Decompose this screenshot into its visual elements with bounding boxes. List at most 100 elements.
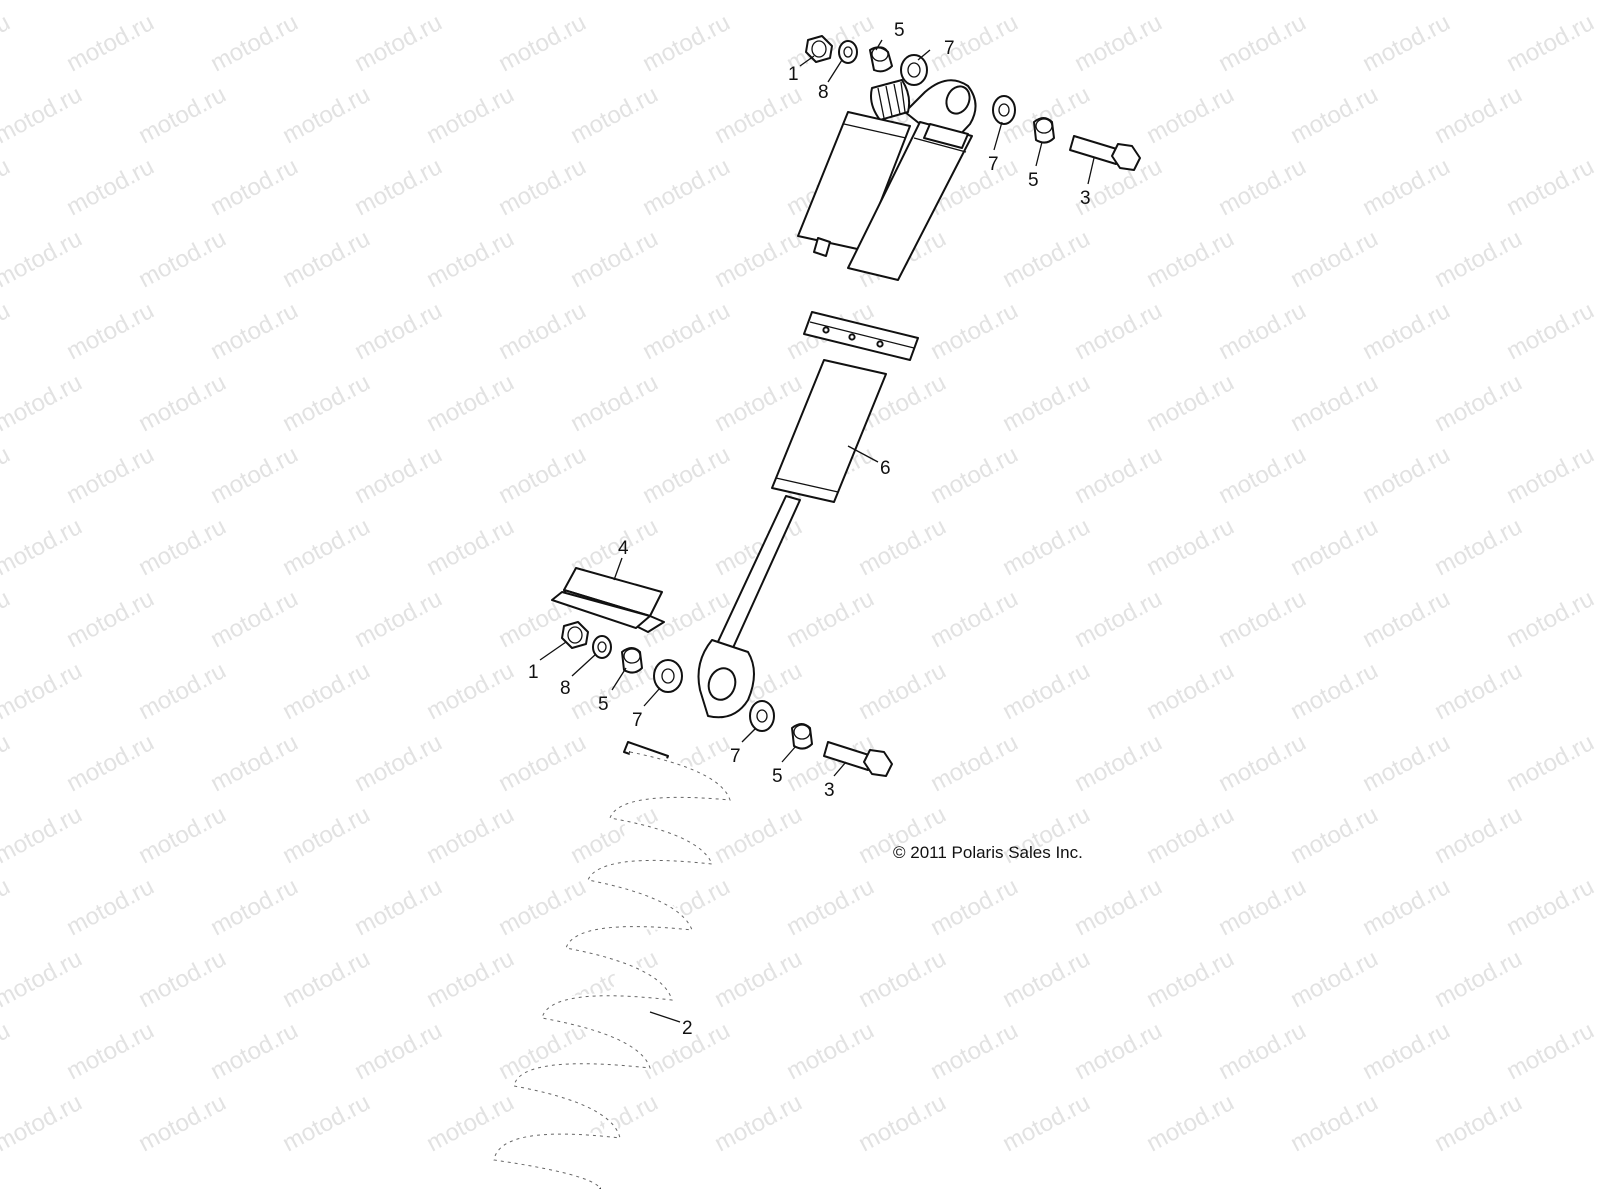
watermark-text: motod.ru	[1502, 585, 1598, 653]
upper-body-band	[913, 137, 967, 153]
watermark-text: motod.ru	[998, 1089, 1094, 1157]
leader-6	[847, 445, 879, 463]
bushing-right	[1033, 117, 1055, 144]
watermark-text: motod.ru	[350, 9, 446, 77]
watermark-text: motod.ru	[0, 657, 86, 725]
watermark-text: motod.ru	[1214, 585, 1310, 653]
watermark-text: motod.ru	[1430, 945, 1526, 1013]
watermark-text: motod.ru	[998, 369, 1094, 437]
bushing-bottom-right	[791, 723, 813, 750]
watermark-text: motod.ru	[62, 297, 158, 365]
watermark-text: motod.ru	[1070, 9, 1166, 77]
washer-large-bottom-left-hole	[661, 668, 675, 684]
watermark-text: motod.ru	[1502, 441, 1598, 509]
watermark-text: motod.ru	[1286, 945, 1382, 1013]
leader-7-bottom-right	[741, 727, 757, 743]
nut-top	[805, 35, 833, 63]
watermark-text: motod.ru	[206, 9, 302, 77]
shock-top-eye-hole	[945, 85, 971, 115]
watermark-text: motod.ru	[1142, 81, 1238, 149]
collar-hole	[822, 326, 830, 334]
shock-lower-body-tube	[771, 359, 887, 503]
watermark-text: motod.ru	[1358, 441, 1454, 509]
watermark-text: motod.ru	[0, 513, 86, 581]
watermark-text: motod.ru	[0, 369, 86, 437]
watermark-text: motod.ru	[1502, 873, 1598, 941]
watermark-text: motod.ru	[1070, 585, 1166, 653]
watermark-text: motod.ru	[350, 873, 446, 941]
watermark-text: motod.ru	[422, 945, 518, 1013]
bolt-bottom-head	[863, 749, 893, 777]
watermark-text: motod.ru	[710, 225, 806, 293]
callout-7-right: 7	[988, 154, 999, 175]
bushing-right-face	[1035, 118, 1053, 134]
watermark-text: motod.ru	[1430, 81, 1526, 149]
washer-small-bottom	[592, 635, 612, 659]
bushing-top-face	[871, 46, 889, 62]
nut-bottom	[561, 621, 589, 649]
watermark-text: motod.ru	[422, 369, 518, 437]
watermark-text: motod.ru	[1286, 81, 1382, 149]
watermark-text: motod.ru	[1286, 513, 1382, 581]
watermark-text: motod.ru	[62, 441, 158, 509]
watermark-text: motod.ru	[1214, 1017, 1310, 1085]
watermark-text: motod.ru	[1214, 441, 1310, 509]
watermark-text: motod.ru	[854, 657, 950, 725]
shock-bottom-eye-hole	[707, 667, 737, 701]
collar-hole	[876, 340, 884, 348]
watermark-text: motod.ru	[206, 1017, 302, 1085]
watermark-text: motod.ru	[1070, 441, 1166, 509]
watermark-text: motod.ru	[926, 585, 1022, 653]
watermark-text: motod.ru	[62, 729, 158, 797]
watermark-text: motod.ru	[1430, 369, 1526, 437]
watermark-text: motod.ru	[134, 369, 230, 437]
watermark-text: motod.ru	[710, 369, 806, 437]
lower-body-band	[775, 477, 839, 493]
watermark-text: motod.ru	[1358, 297, 1454, 365]
watermark-text: motod.ru	[1502, 9, 1598, 77]
watermark-text: motod.ru	[998, 657, 1094, 725]
watermark-text: motod.ru	[62, 1017, 158, 1085]
watermark-text: motod.ru	[710, 945, 806, 1013]
watermark-text: motod.ru	[1430, 1089, 1526, 1157]
watermark-text: motod.ru	[710, 801, 806, 869]
watermark-text: motod.ru	[0, 1017, 14, 1085]
watermark-text: motod.ru	[1070, 1017, 1166, 1085]
watermark-text: motod.ru	[134, 657, 230, 725]
watermark-text: motod.ru	[278, 657, 374, 725]
washer-large-top	[900, 54, 928, 86]
watermark-text: motod.ru	[206, 441, 302, 509]
watermark-text: motod.ru	[1358, 9, 1454, 77]
bolt-bottom-shank	[823, 741, 873, 771]
watermark-text: motod.ru	[494, 729, 590, 797]
leader-3-top	[1087, 157, 1095, 185]
watermark-text: motod.ru	[1214, 9, 1310, 77]
watermark-text: motod.ru	[926, 297, 1022, 365]
leader-1-top	[799, 55, 815, 67]
watermark-text: motod.ru	[1070, 729, 1166, 797]
reservoir-valve-stem	[813, 237, 831, 257]
callout-2: 2	[682, 1018, 693, 1039]
leader-7-bottom-left	[643, 687, 661, 707]
callout-3-top: 3	[1080, 188, 1091, 209]
watermark-text: motod.ru	[350, 153, 446, 221]
bushing-bottom-face	[623, 648, 641, 664]
watermark-text: motod.ru	[1070, 297, 1166, 365]
bump-stop-plate-base	[551, 591, 651, 629]
watermark-text: motod.ru	[854, 1089, 950, 1157]
watermark-text: motod.ru	[62, 153, 158, 221]
watermark-text: motod.ru	[1430, 801, 1526, 869]
watermark-text: motod.ru	[998, 225, 1094, 293]
washer-small-top-hole	[843, 46, 853, 58]
watermark-text: motod.ru	[134, 801, 230, 869]
watermark-text: motod.ru	[854, 945, 950, 1013]
watermark-text: motod.ru	[1502, 297, 1598, 365]
watermark-text: motod.ru	[566, 369, 662, 437]
watermark-text: motod.ru	[62, 585, 158, 653]
leader-3-bottom	[833, 761, 847, 777]
watermark-text: motod.ru	[422, 225, 518, 293]
watermark-text: motod.ru	[926, 9, 1022, 77]
leader-8-bottom	[571, 653, 597, 677]
watermark-text: motod.ru	[0, 441, 14, 509]
collar-hole	[848, 333, 856, 341]
